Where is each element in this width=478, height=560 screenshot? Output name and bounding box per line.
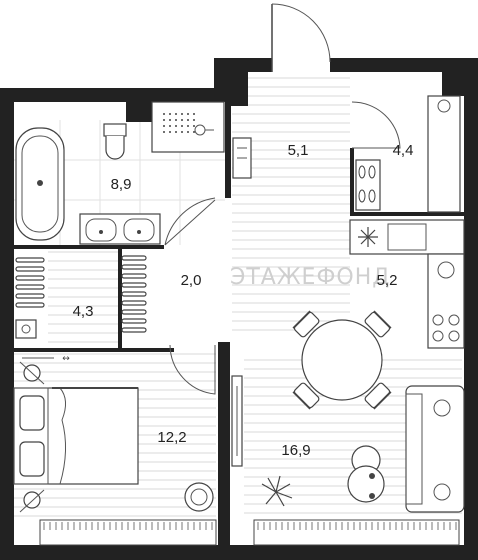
sink-icon: [85, 218, 117, 242]
armchair-icon: [184, 482, 214, 512]
area-wardrobe: 4,4: [393, 142, 414, 159]
sinks: [79, 213, 161, 245]
wardrobe-rail-icon: [15, 284, 45, 290]
window-frames: [43, 522, 457, 530]
wardrobe-rail-icon: [121, 309, 147, 315]
door-arc-icon: [351, 101, 401, 149]
door-arc-icon: [271, 3, 331, 63]
living-tables: [347, 445, 385, 503]
area-corridor: 2,0: [181, 272, 202, 289]
area-storage: 4,3: [73, 303, 94, 320]
wardrobe-rail-icon: [15, 293, 45, 299]
bed: [13, 387, 139, 485]
storage-unit: [15, 319, 37, 339]
wardrobe-rail-icon: [121, 291, 147, 297]
wardrobe-rail-icon: [15, 257, 45, 263]
storage-rails: [15, 255, 147, 333]
dining-table: [292, 310, 392, 410]
area-bedroom: 12,2: [157, 429, 186, 446]
tv-panel: [231, 375, 243, 467]
sink-icon: [387, 223, 427, 251]
lamp: [19, 361, 45, 513]
toilet: [103, 123, 127, 160]
door-arc-icon: [169, 344, 216, 395]
stove-icon: [432, 314, 460, 342]
wardrobe-tower: [427, 95, 461, 213]
bedroom-mirror: ↔: [22, 354, 70, 364]
wardrobe-rail-icon: [121, 318, 147, 324]
wardrobe-rail-icon: [121, 327, 147, 333]
area-bathroom: 8,9: [111, 176, 132, 193]
bathtub: [15, 127, 65, 241]
wardrobe-rail-icon: [121, 273, 147, 279]
watermark-text: ЭТАЖЕФОНД: [230, 265, 390, 290]
wardrobe-rail-icon: [121, 264, 147, 270]
sink-icon: [123, 218, 155, 242]
interior-doors[interactable]: [164, 101, 401, 395]
wardrobe-rail-icon: [15, 266, 45, 272]
area-kitchen: 5,2: [377, 272, 398, 289]
toilet-icon: [105, 136, 125, 160]
wardrobe-rail-icon: [121, 300, 147, 306]
entrance-door[interactable]: [271, 3, 331, 72]
area-living: 16,9: [281, 442, 310, 459]
washer: [232, 137, 252, 179]
dining-table-icon: [301, 319, 383, 401]
door-arc-icon: [164, 197, 216, 246]
wardrobe-rail-icon: [15, 275, 45, 281]
area-hall: 5,1: [288, 142, 309, 159]
shower: [151, 101, 225, 153]
wardrobe-rail-icon: [15, 302, 45, 308]
wardrobe-rail-icon: [121, 255, 147, 261]
shoe-rack: [355, 159, 381, 211]
plant-icon: [261, 475, 293, 507]
kitchen-counter: [349, 219, 465, 349]
plant: [261, 475, 293, 507]
fridge-icon: [358, 227, 378, 247]
sofa: [405, 385, 465, 513]
svg-text:↔: ↔: [62, 354, 70, 364]
armchair-bedroom: [184, 482, 214, 512]
wardrobe-rail-icon: [121, 282, 147, 288]
